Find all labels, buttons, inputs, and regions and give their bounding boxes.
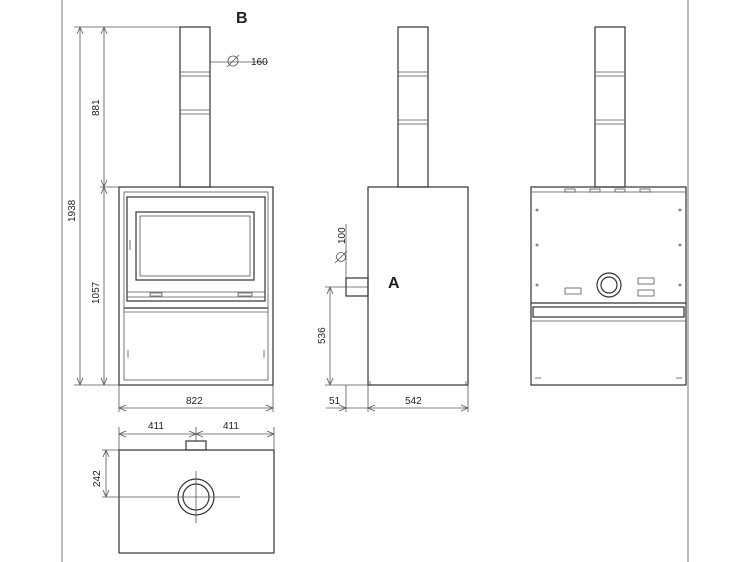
rear-outlet-outer: [596, 272, 622, 298]
dim-flue-diameter: 160: [251, 57, 268, 68]
side-stove-body: [367, 186, 469, 386]
dim-body-height: 1057: [91, 281, 102, 304]
diameter-symbol-icon: [227, 55, 239, 67]
side-view: [345, 26, 469, 386]
rear-view: [530, 26, 687, 386]
dim-inlet-height: 536: [317, 327, 328, 344]
inlet-diameter-symbol-icon: [336, 252, 346, 262]
front-flue-pipe: [179, 26, 211, 188]
front-stove-body: [118, 186, 274, 386]
rear-flue-pipe: [594, 26, 626, 188]
dim-width: 822: [186, 396, 203, 407]
top-stove-body: [118, 449, 275, 554]
dim-flue-offset: 242: [92, 470, 103, 487]
front-view-dimensions: [74, 26, 274, 412]
dim-total-height: 1938: [67, 199, 78, 222]
dim-inlet-diameter: 100: [337, 227, 348, 244]
top-view: [118, 440, 275, 554]
dim-depth: 542: [405, 396, 422, 407]
rear-ash-plate: [532, 306, 685, 318]
dim-flue-height: 881: [91, 99, 102, 116]
dim-inlet-offset: 51: [329, 396, 341, 407]
rear-stove-body: [530, 186, 687, 386]
label-view-b: B: [236, 10, 248, 27]
dim-half-width-right: 411: [223, 421, 239, 432]
side-view-dimensions: [325, 224, 469, 412]
front-door: [126, 196, 266, 302]
label-view-a: A: [388, 275, 400, 292]
top-view-dimensions: [102, 427, 275, 498]
top-rear-inlet: [185, 440, 207, 451]
rear-outlet-inner: [600, 276, 618, 294]
side-flue-pipe: [397, 26, 429, 188]
front-glass-window: [135, 211, 255, 281]
dim-half-width-left: 411: [148, 421, 164, 432]
front-view: [118, 26, 274, 386]
